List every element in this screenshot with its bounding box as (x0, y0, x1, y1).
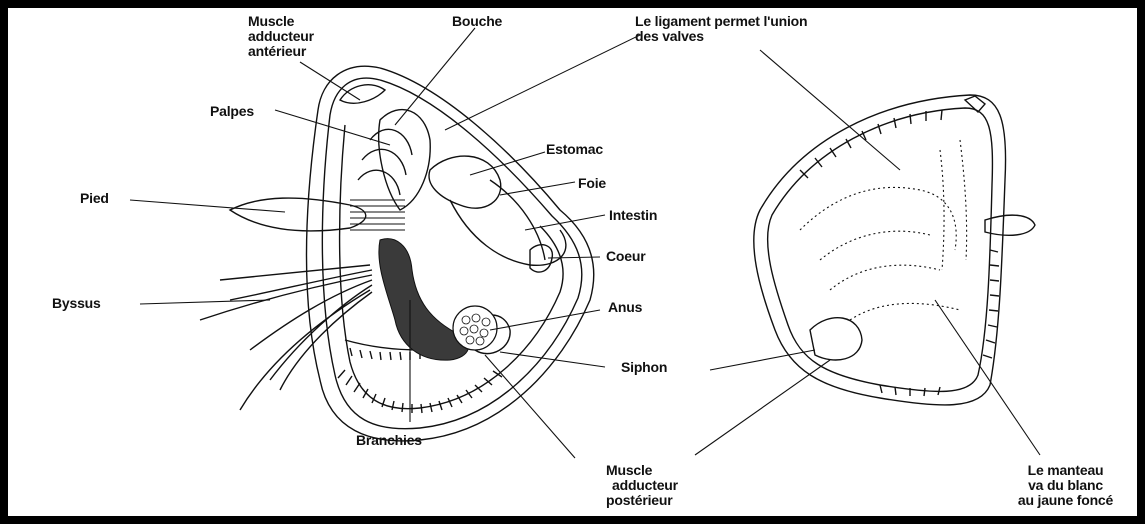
label-line: Muscle (606, 463, 726, 478)
diagram-canvas: Muscle adducteur antérieur Bouche Le lig… (8, 8, 1137, 516)
label-pied: Pied (80, 191, 109, 206)
label-line: va du blanc (998, 478, 1133, 493)
label-ligament: Le ligament permet l'union des valves (635, 14, 895, 44)
label-foie: Foie (578, 176, 606, 191)
label-palpes: Palpes (210, 104, 254, 119)
label-line: Muscle (248, 14, 358, 29)
leader-lines (130, 28, 1040, 458)
left-shell-outline (307, 66, 594, 441)
label-le-manteau: Le manteau va du blanc au jaune foncé (998, 463, 1133, 508)
label-muscle-adducteur-posterieur: Muscle adducteur postérieur (606, 463, 726, 508)
label-byssus: Byssus (52, 296, 101, 311)
label-siphon: Siphon (621, 360, 667, 375)
label-line: Le manteau (998, 463, 1133, 478)
label-line: adducteur (606, 478, 726, 493)
label-coeur: Coeur (606, 249, 645, 264)
label-estomac: Estomac (546, 142, 603, 157)
label-line: antérieur (248, 44, 358, 59)
label-anus: Anus (608, 300, 642, 315)
label-intestin: Intestin (609, 208, 657, 223)
label-line: postérieur (606, 493, 726, 508)
label-branchies: Branchies (356, 433, 422, 448)
mussel-anatomy-drawing (8, 8, 1137, 516)
label-bouche: Bouche (452, 14, 502, 29)
label-line: adducteur (248, 29, 358, 44)
label-line: au jaune foncé (998, 493, 1133, 508)
right-shell-outline (754, 95, 1035, 405)
label-line: des valves (635, 29, 895, 44)
label-line: Le ligament permet l'union (635, 14, 895, 29)
label-muscle-adducteur-anterieur: Muscle adducteur antérieur (248, 14, 358, 59)
